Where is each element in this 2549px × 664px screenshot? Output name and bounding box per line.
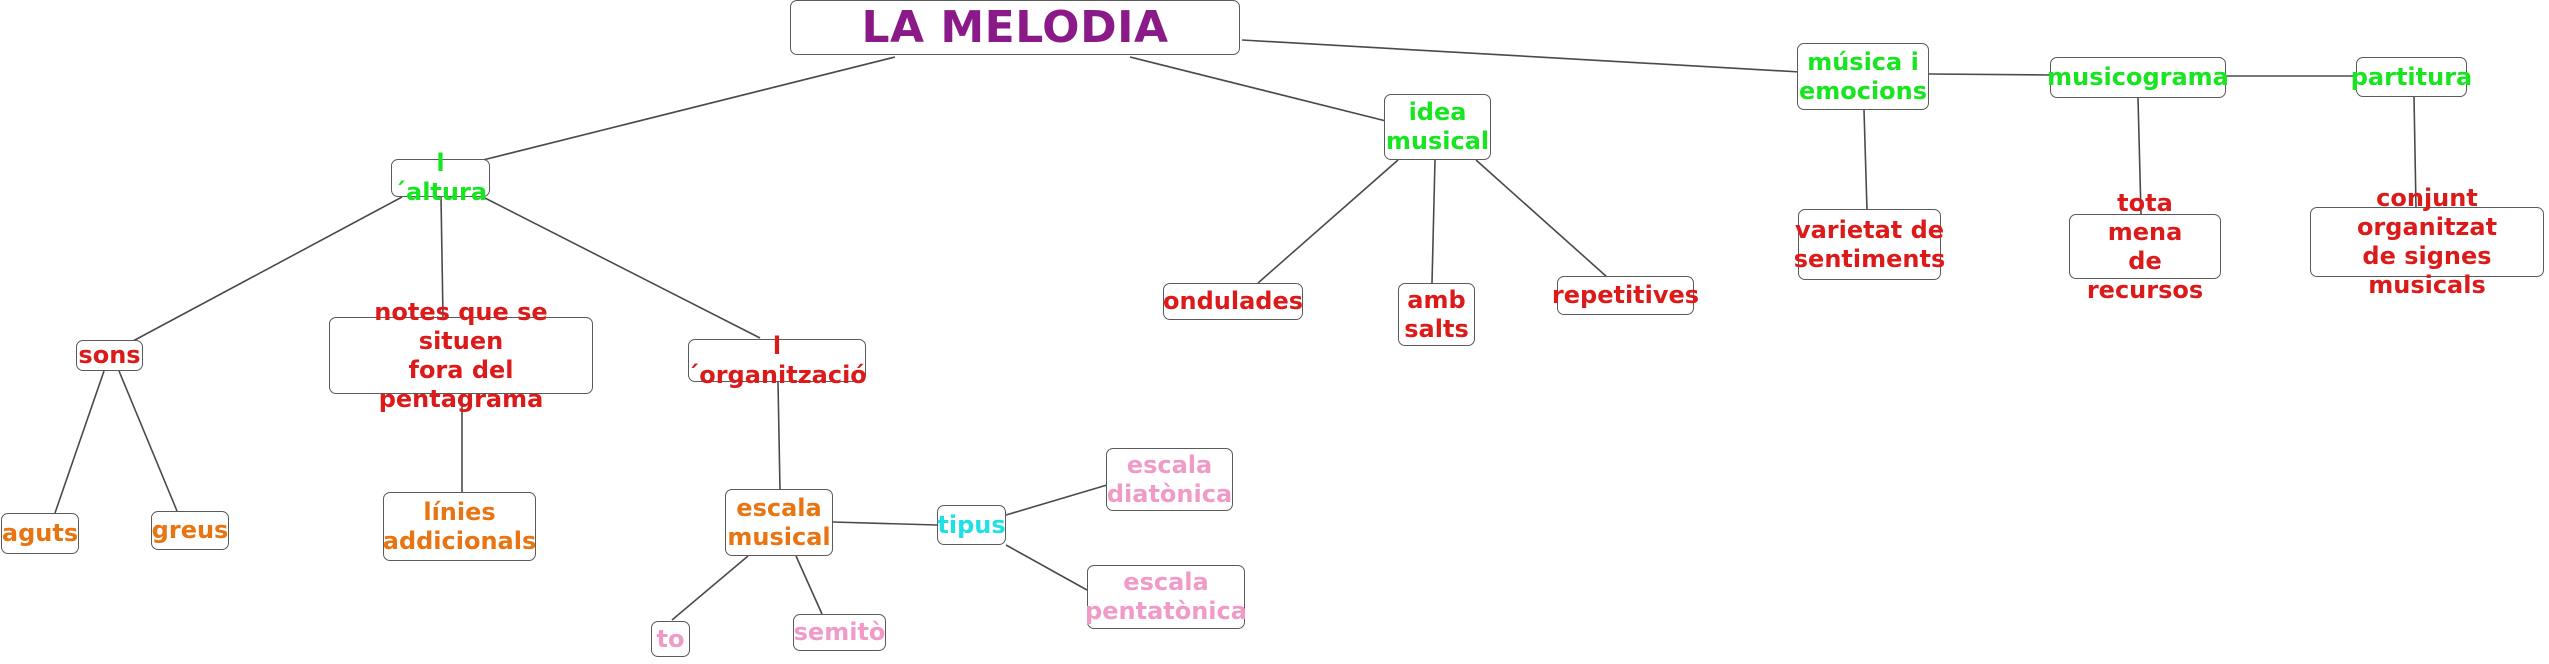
link-escala-tipus xyxy=(832,521,938,526)
node-sons: sons xyxy=(76,340,143,371)
node-partitura: partitura xyxy=(2351,57,2472,97)
link-idea-ondulades xyxy=(1257,159,1399,284)
node-to: to xyxy=(651,621,690,657)
node-escala-diatonica: escala diatònica xyxy=(1106,448,1233,511)
node-escala-pentatonica: escala pentatònica xyxy=(1085,565,1247,629)
link-idea-amb xyxy=(1431,159,1436,284)
node-tipus: tipus xyxy=(937,505,1006,545)
link-altura-organitzacio xyxy=(482,196,761,339)
node-aguts: aguts xyxy=(1,513,79,554)
link-title-idea xyxy=(1129,56,1391,123)
link-sons-greus xyxy=(118,370,178,512)
link-escala-semito xyxy=(795,555,823,615)
link-idea-repetitives xyxy=(1475,159,1608,278)
node-repetitives: repetitives xyxy=(1552,276,1699,315)
node-tota-mena-recursos: tota mena de recursos xyxy=(2069,189,2221,304)
node-musicograma: musicograma xyxy=(2047,57,2229,98)
node-ondulades: ondulades xyxy=(1163,283,1303,320)
link-musica-varietat xyxy=(1863,109,1868,211)
node-notes-fora-pentagrama: notes que se situen fora del pentagrama xyxy=(329,298,593,413)
link-escala-to xyxy=(671,555,749,621)
node-musica-emocions: música i emocions xyxy=(1797,43,1929,110)
link-sons-aguts xyxy=(54,370,105,514)
link-title-musica xyxy=(1241,39,1801,73)
node-greus: greus xyxy=(151,511,229,550)
link-org-escala xyxy=(777,381,781,491)
link-partitura-conjunt xyxy=(2413,96,2417,209)
node-varietat-sentiments: varietat de sentiments xyxy=(1794,209,1945,280)
link-altura-sons xyxy=(132,196,403,342)
node-escala-musical: escala musical xyxy=(725,489,833,556)
node-amb-salts: amb salts xyxy=(1398,283,1475,346)
link-title-altura xyxy=(482,56,896,161)
node-idea-musical: idea musical xyxy=(1384,94,1491,160)
node-lorganitzacio: l´organització xyxy=(687,331,867,389)
link-musicograma-totamena xyxy=(2137,97,2142,215)
link-tipus-pentatonica xyxy=(1005,544,1088,591)
link-tipus-diatonica xyxy=(1005,484,1108,516)
link-musica-musicograma xyxy=(1928,73,2053,76)
node-conjunt-signes: conjunt organitzat de signes musicals xyxy=(2310,184,2544,299)
map-title: LA MELODIA xyxy=(790,0,1240,55)
node-laltura: l´altura xyxy=(391,149,490,206)
link-altura-notes xyxy=(440,196,444,318)
node-linies-addicionals: línies addicionals xyxy=(383,492,536,561)
node-semito: semitò xyxy=(793,614,886,651)
